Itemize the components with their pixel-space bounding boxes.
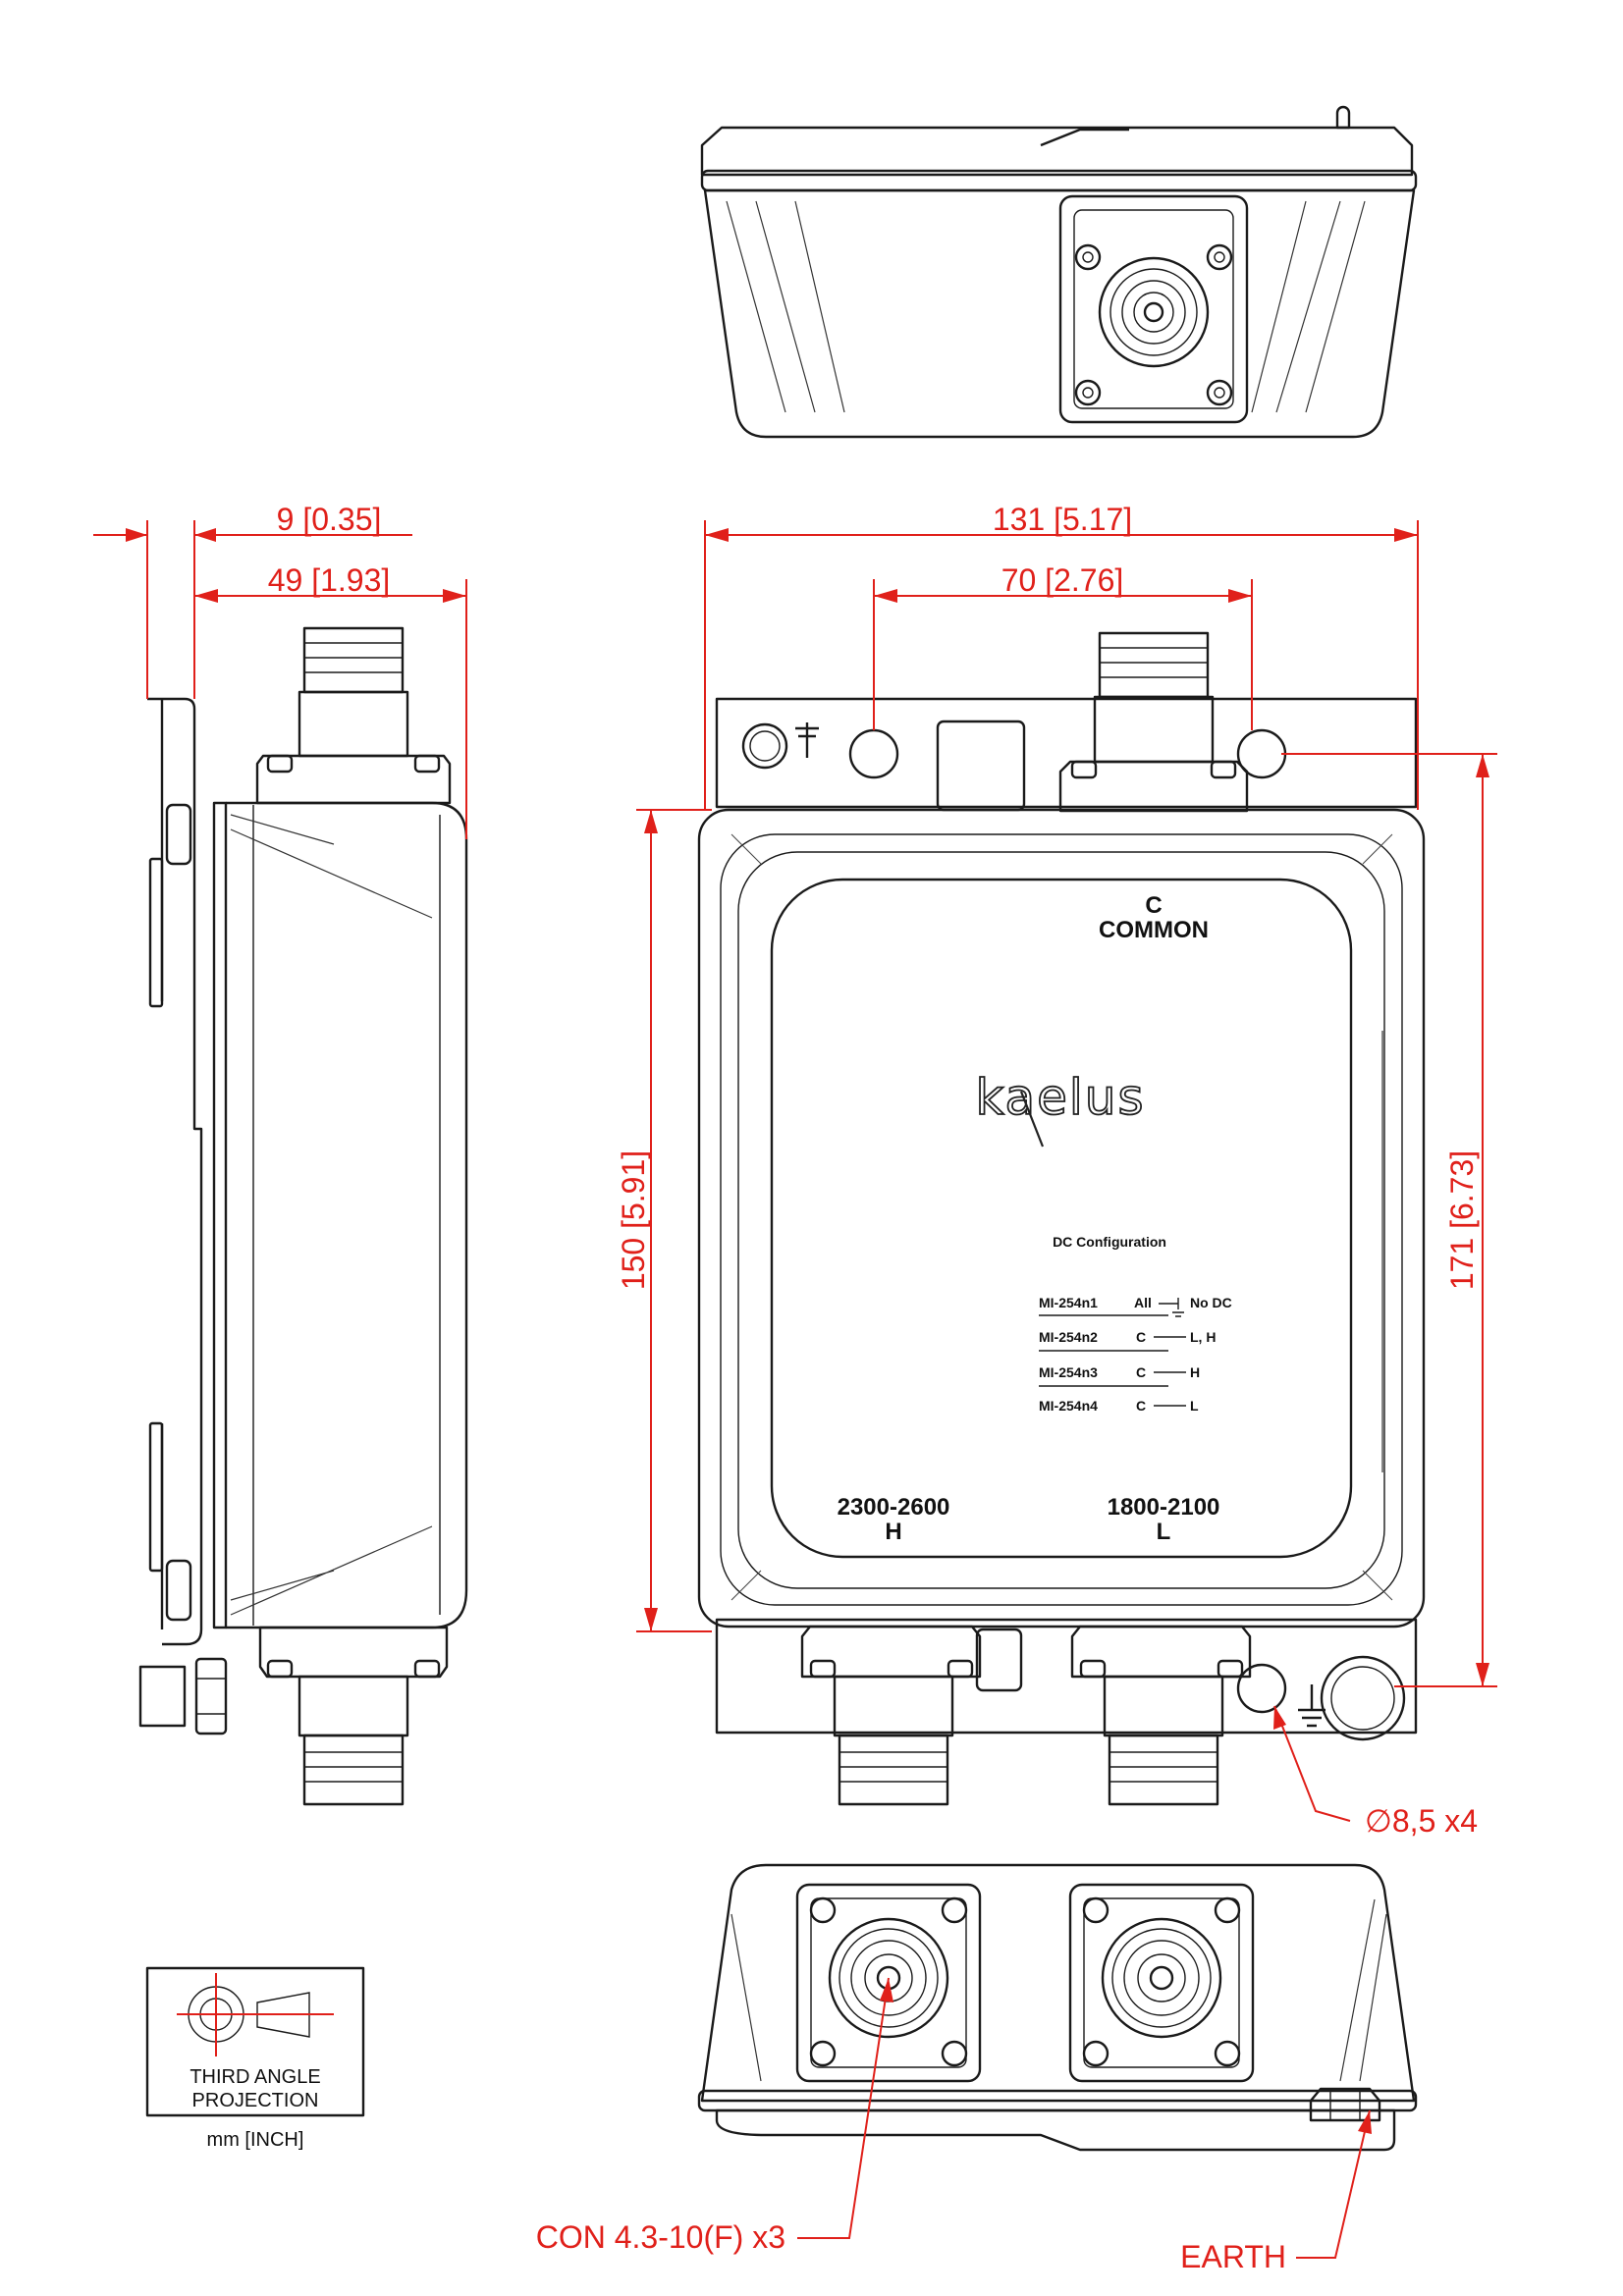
connector-callout: CON 4.3-10(F) x3 [536,2219,785,2255]
dc-row-to: L [1190,1398,1199,1414]
front-view: C COMMON kaelus DC Configuration MI-254n… [697,631,1426,1806]
top-view [700,105,1418,439]
dim-150: 150 [5.91] [616,1150,651,1290]
common-port-label: COMMON [1099,917,1209,943]
dim-49: 49 [1.93] [268,562,391,598]
units-label: mm [INCH] [207,2129,304,2151]
common-port-letter: C [1145,892,1162,919]
dc-config-title: DC Configuration [1053,1234,1166,1250]
projection-line1: THIRD ANGLE [189,2066,320,2088]
dc-config-table: MI-254n1 All No DC MI-254n2 C L, H MI-25… [1039,1295,1232,1414]
dim-131: 131 [5.17] [993,502,1132,537]
dc-row-from: C [1136,1398,1146,1414]
dc-row-model: MI-254n4 [1039,1398,1098,1414]
projection-symbol: THIRD ANGLE PROJECTION mm [INCH] [145,1966,365,2151]
dc-row-model: MI-254n1 [1039,1295,1098,1310]
dc-row-to: L, H [1190,1329,1216,1345]
high-port-letter: H [885,1519,901,1545]
dc-row-from: C [1136,1329,1146,1345]
bottom-connector-high [795,1883,982,2083]
hole-callout: ∅8,5 x4 [1365,1803,1478,1839]
dim-171: 171 [6.73] [1444,1150,1480,1290]
low-band-label: 1800-2100 [1108,1494,1220,1521]
dimensions: 9 [0.35] 49 [1.93] 131 [5.17] 70 [2.76] … [93,502,1497,2274]
high-band-label: 2300-2600 [838,1494,950,1521]
bottom-connector-low [1068,1883,1255,2083]
side-view [138,626,468,1806]
dc-row-from: All [1134,1295,1152,1310]
dc-row-to: No DC [1190,1295,1232,1310]
earth-callout: EARTH [1180,2239,1286,2274]
dim-70: 70 [2.76] [1001,562,1124,598]
dc-row-model: MI-254n2 [1039,1329,1098,1345]
brand-wordmark: kaelus [975,1069,1145,1126]
dc-row-from: C [1136,1364,1146,1380]
dim-9: 9 [0.35] [277,502,382,537]
brand-logo: kaelus [975,1068,1145,1148]
low-port-letter: L [1157,1519,1171,1545]
projection-line2: PROJECTION [192,2090,319,2111]
dc-row-model: MI-254n3 [1039,1364,1098,1380]
dc-row-to: H [1190,1364,1200,1380]
bottom-view [697,1863,1418,2152]
